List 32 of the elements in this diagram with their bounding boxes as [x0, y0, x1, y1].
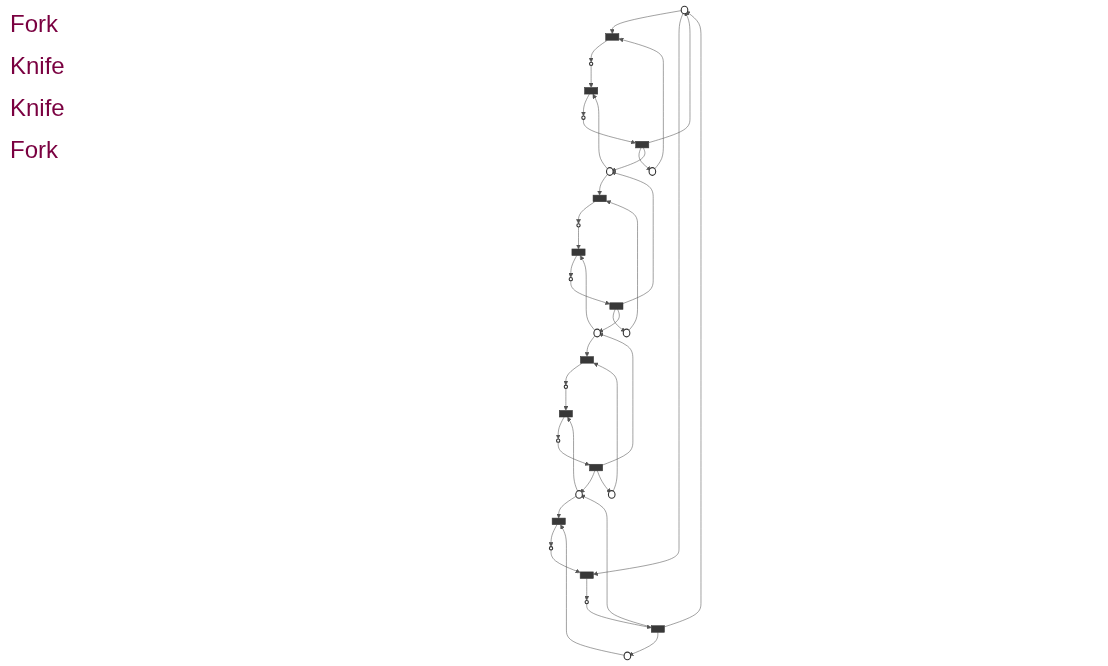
place-circle: [680, 5, 689, 15]
transition-bar: [609, 302, 624, 310]
transition-bar: [592, 194, 607, 202]
transition-bar: [551, 517, 566, 525]
place-circle: [648, 167, 657, 176]
place-circle: [607, 490, 616, 499]
net-label: Fork: [10, 10, 59, 38]
place-circle: [575, 490, 583, 499]
transition-bar: [589, 464, 603, 472]
transition-bar: [558, 410, 573, 418]
place-circle: [593, 328, 601, 338]
net-label: Knife: [10, 94, 66, 122]
place-circle: [622, 328, 631, 338]
transition-bar: [571, 248, 586, 256]
transition-bar: [635, 141, 649, 149]
transition-bar: [584, 87, 598, 95]
net-label: Knife: [10, 52, 66, 80]
place-circle: [584, 599, 589, 605]
place-circle: [563, 384, 568, 390]
place-circle: [555, 438, 561, 443]
place-circle: [623, 651, 632, 661]
place-circle: [548, 546, 554, 551]
transition-bar: [605, 33, 619, 41]
place-circle: [605, 167, 614, 176]
place-circle: [581, 115, 586, 120]
place-circle: [568, 276, 573, 282]
transition-bar: [579, 571, 594, 579]
transition-bar: [579, 356, 594, 364]
net-label: Fork: [10, 136, 59, 164]
transition-bar: [650, 625, 665, 633]
place-circle: [576, 223, 581, 228]
place-circle: [588, 61, 594, 67]
